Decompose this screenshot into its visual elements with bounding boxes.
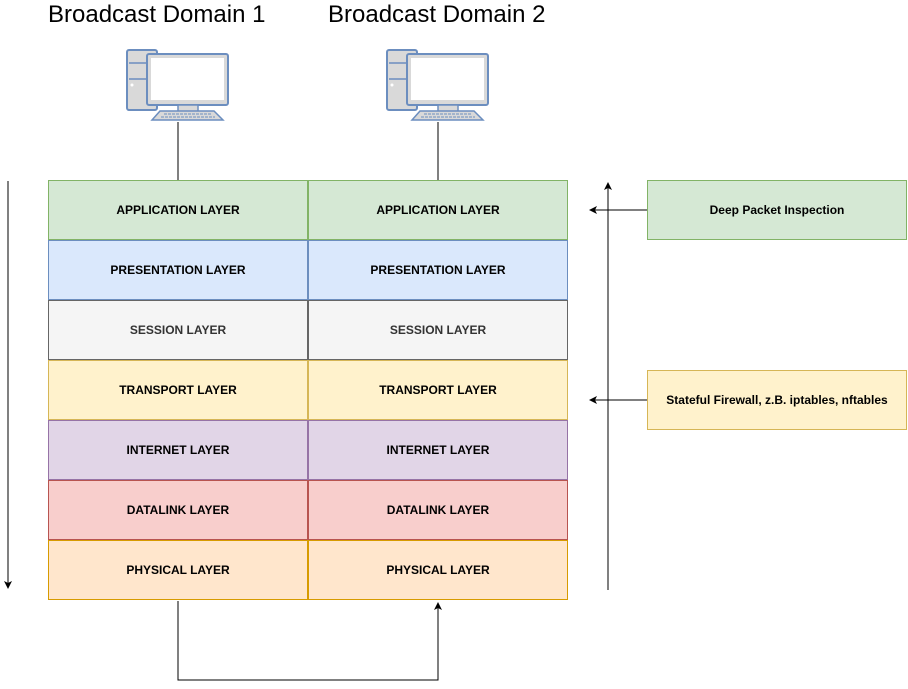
transport-layer-cell: TRANSPORT LAYER [48,360,308,420]
layer-label: PHYSICAL LAYER [386,563,490,577]
application-layer-cell: APPLICATION LAYER [308,180,568,240]
layer-label: PRESENTATION LAYER [370,263,506,277]
session-layer-cell: SESSION LAYER [48,300,308,360]
presentation-layer-cell: PRESENTATION LAYER [308,240,568,300]
layer-label: TRANSPORT LAYER [119,383,237,397]
transport-layer-cell: TRANSPORT LAYER [308,360,568,420]
datalink-layer-cell: DATALINK LAYER [48,480,308,540]
session-layer-cell: SESSION LAYER [308,300,568,360]
annotation-label: Stateful Firewall, z.B. iptables, nftabl… [666,393,888,407]
layer-label: PHYSICAL LAYER [126,563,230,577]
layer-label: DATALINK LAYER [386,503,490,517]
layer-label: DATALINK LAYER [126,503,230,517]
layer-label: APPLICATION LAYER [116,203,240,217]
physical-layer-cell: PHYSICAL LAYER [308,540,568,600]
layer-label: SESSION LAYER [389,323,487,337]
layer-label: APPLICATION LAYER [376,203,500,217]
datalink-layer-cell: DATALINK LAYER [308,480,568,540]
layer-label: INTERNET LAYER [386,443,490,457]
physical-link-arrow [177,601,442,681]
presentation-layer-cell: PRESENTATION LAYER [48,240,308,300]
desktop-computer-icon [126,49,229,121]
annotation-label: Deep Packet Inspection [709,203,845,217]
layer-label: TRANSPORT LAYER [379,383,497,397]
layer-label: SESSION LAYER [129,323,227,337]
deep-packet-inspection-box: Deep Packet Inspection [647,180,907,240]
broadcast-domain-2-title: Broadcast Domain 2 [328,1,546,28]
layer-label: PRESENTATION LAYER [110,263,246,277]
layer-label: INTERNET LAYER [126,443,230,457]
broadcast-domain-1-title: Broadcast Domain 1 [48,1,266,28]
internet-layer-cell: INTERNET LAYER [48,420,308,480]
stateful-firewall-box: Stateful Firewall, z.B. iptables, nftabl… [647,370,907,430]
application-layer-cell: APPLICATION LAYER [48,180,308,240]
internet-layer-cell: INTERNET LAYER [308,420,568,480]
desktop-computer-icon [386,49,489,121]
physical-layer-cell: PHYSICAL LAYER [48,540,308,600]
